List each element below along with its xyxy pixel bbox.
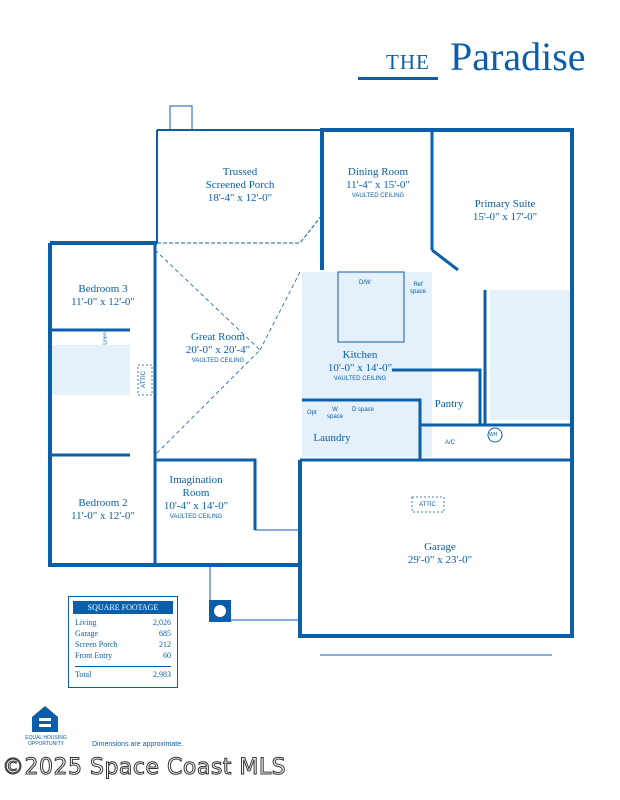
linen-label: Linen (102, 332, 109, 345)
room-dims: 11'-0" x 12'-0" (71, 510, 135, 522)
room-name: Imagination (169, 474, 223, 486)
room-dims: 10'-0" x 14'-0" (327, 362, 393, 374)
garage-attic-label: ATTIC (419, 502, 436, 508)
sqft-value: 2,983 (153, 670, 171, 679)
equal-housing-icon (32, 706, 58, 732)
sqft-row: Living 2,026 (75, 617, 171, 628)
sqft-value: 212 (159, 640, 171, 649)
sqft-label: Living (75, 618, 97, 627)
room-note: VAULTED CEILING (191, 358, 245, 364)
sqft-total-row: Total 2,983 (75, 666, 171, 680)
sqft-row: Front Entry 60 (75, 650, 171, 661)
square-footage-table: SQUARE FOOTAGE Living 2,026 Garage 685 Scr… (68, 596, 178, 688)
room-note: VAULTED CEILING (351, 193, 405, 199)
room-name: Bedroom 2 (78, 497, 128, 509)
room-bedroom-3: Bedroom 3 11'-0" x 12'-0" (71, 283, 135, 309)
title-prefix: THE (386, 50, 430, 74)
room-name: Garage (424, 541, 456, 553)
sqft-label: Front Entry (75, 651, 113, 660)
room-name: Primary Suite (474, 198, 536, 210)
room-primary-suite: Primary Suite 15'-0" x 17'-0" (473, 198, 537, 224)
room-dims: 11'-0" x 12'-0" (71, 296, 135, 308)
room-dims: 18'-4" x 12'-0" (207, 192, 273, 204)
room-name: Room (182, 487, 210, 499)
interior-walls (50, 130, 572, 565)
room-note: VAULTED CEILING (169, 514, 223, 520)
room-note: VAULTED CEILING (333, 376, 387, 382)
title-rule (358, 77, 438, 80)
room-laundry: Laundry (313, 432, 350, 445)
ref-space-label: Ref space (409, 282, 426, 295)
room-bedroom-2: Bedroom 2 11'-0" x 12'-0" (71, 497, 135, 523)
sqft-label: Total (75, 670, 92, 679)
room-name: Bedroom 3 (78, 283, 128, 295)
room-pantry: Pantry (435, 398, 464, 411)
garage-attic (411, 496, 445, 513)
room-name: Pantry (434, 398, 464, 410)
room-porch: Trussed Screened Porch 18'-4" x 12'-0" (206, 166, 275, 205)
equal-housing-text: EQUAL HOUSING OPPORTUNITY (25, 735, 67, 747)
sqft-value: 2,026 (153, 618, 171, 627)
room-name: Laundry (313, 432, 351, 444)
room-dining: Dining Room 11'-4" x 15'-0" VAULTED CEIL… (346, 166, 410, 201)
room-name: Dining Room (347, 166, 409, 178)
water-heater-label: WH (489, 432, 498, 438)
hall-attic-label: ATTIC (140, 371, 147, 388)
dryer-space-label: D space (352, 407, 375, 413)
plan-title: Paradise (450, 34, 586, 79)
sqft-value: 685 (159, 629, 171, 638)
room-dims: 15'-0" x 17'-0" (472, 211, 538, 223)
mls-watermark: ©2025 Space Coast MLS (1, 755, 287, 781)
ac-label: A/C (445, 440, 456, 446)
sqft-label: Garage (75, 629, 99, 638)
room-name: Great Room (190, 331, 246, 343)
sqft-row: Screen Porch 212 (75, 639, 171, 650)
room-dims: 29'-0" x 23'-0" (407, 554, 473, 566)
room-dims: 11'-4" x 15'-0" (346, 179, 410, 191)
room-name: Trussed (222, 166, 258, 178)
room-dims: 10'-4" x 14'-0" (163, 500, 229, 512)
interior-walls-2 (302, 368, 490, 460)
hall-bath-tile (50, 345, 130, 395)
exterior-walls (48, 128, 574, 638)
sqft-label: Screen Porch (75, 640, 118, 649)
sqft-row: Garage 685 (75, 628, 171, 639)
washer-space-label: W space (326, 407, 343, 420)
dishwasher-label: D/W (359, 280, 371, 286)
vault-lines (154, 249, 301, 456)
opt-label: Opt (307, 410, 317, 416)
disclaimer: Dimensions are approximate. (92, 741, 184, 748)
kitchen-island (337, 271, 405, 343)
room-name: Kitchen (342, 349, 378, 361)
room-garage: Garage 29'-0" x 23'-0" (408, 541, 472, 567)
porch-door (169, 105, 193, 131)
room-great-room: Great Room 20'-0" x 20'-4" VAULTED CEILI… (186, 331, 250, 366)
bath-tile (490, 290, 572, 420)
room-dims: 20'-0" x 20'-4" (185, 344, 251, 356)
room-kitchen: Kitchen 10'-0" x 14'-0" VAULTED CEILING (327, 349, 393, 384)
room-imagination: Imagination Room 10'-4" x 14'-0" VAULTED… (164, 474, 228, 522)
water-heater (487, 427, 503, 443)
hall-attic (137, 364, 153, 396)
room-name: Screened Porch (205, 179, 275, 191)
square-footage-heading: SQUARE FOOTAGE (73, 601, 173, 614)
sqft-value: 60 (163, 651, 171, 660)
